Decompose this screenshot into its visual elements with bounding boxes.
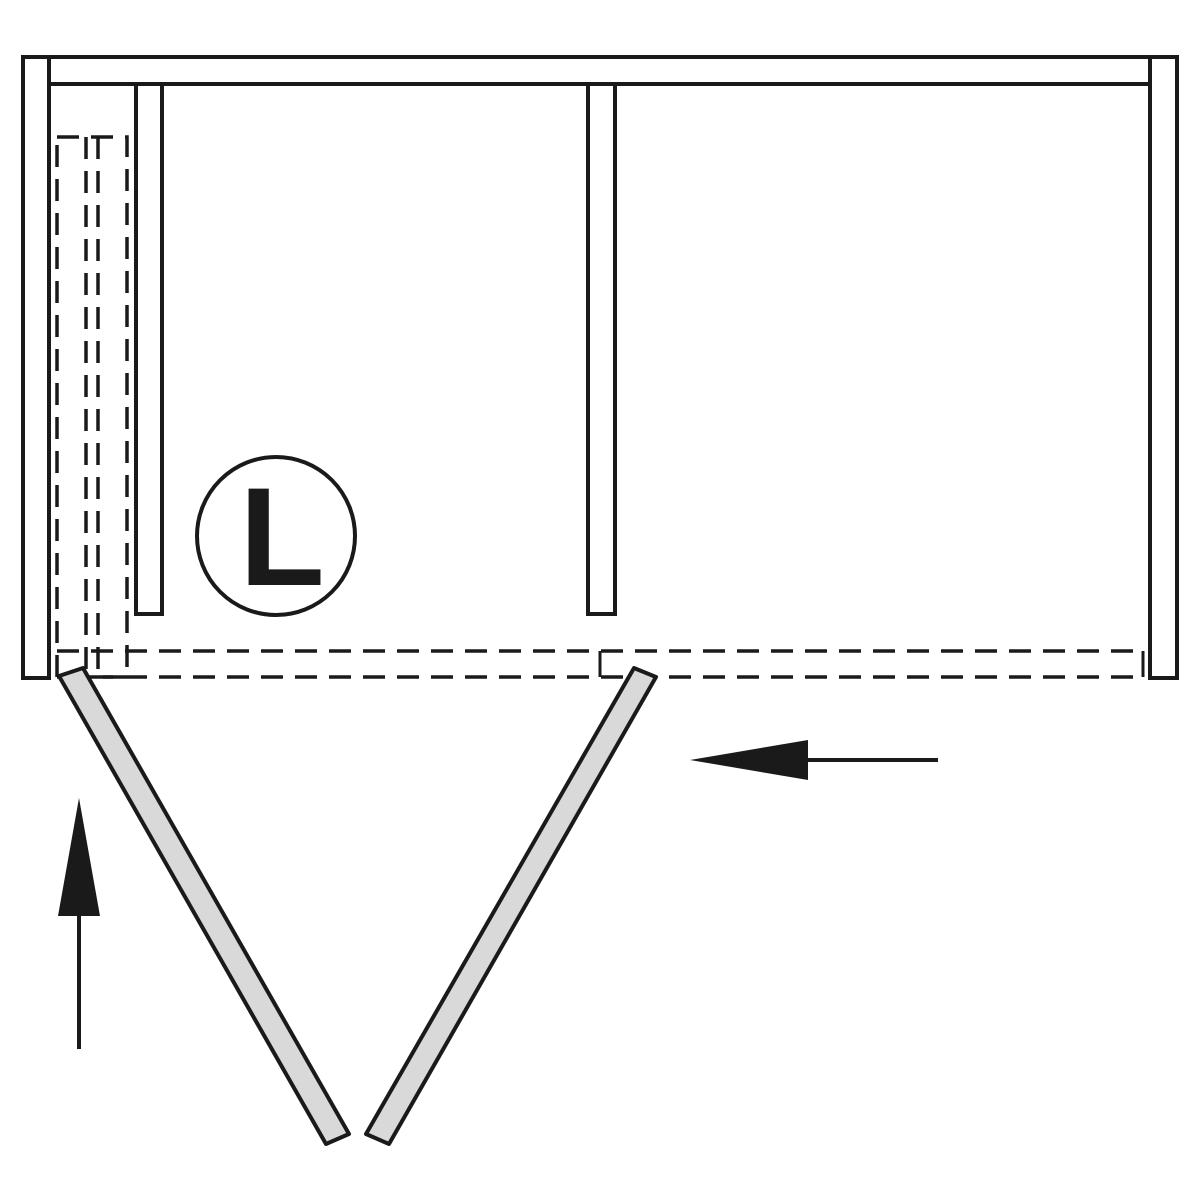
folded-door-outline-outer — [55, 135, 129, 679]
cabinet-left-panel — [21, 55, 51, 680]
arrow-up-icon — [58, 798, 100, 1049]
hinge-side-badge: L — [195, 455, 357, 617]
hinge-side-badge-circle — [195, 455, 357, 617]
door-leaf-right — [364, 666, 658, 1146]
cabinet-right-panel — [1148, 55, 1179, 680]
cabinet-top-panel — [21, 55, 1179, 86]
folded-door-position — [55, 135, 129, 679]
closed-door-position — [57, 649, 1145, 679]
arrow-left-icon — [690, 740, 938, 780]
door-leaf-left — [57, 666, 351, 1146]
hinge-side-letter: L — [239, 458, 325, 615]
inner-partition-left — [134, 82, 164, 616]
inner-partition-middle — [586, 82, 617, 616]
